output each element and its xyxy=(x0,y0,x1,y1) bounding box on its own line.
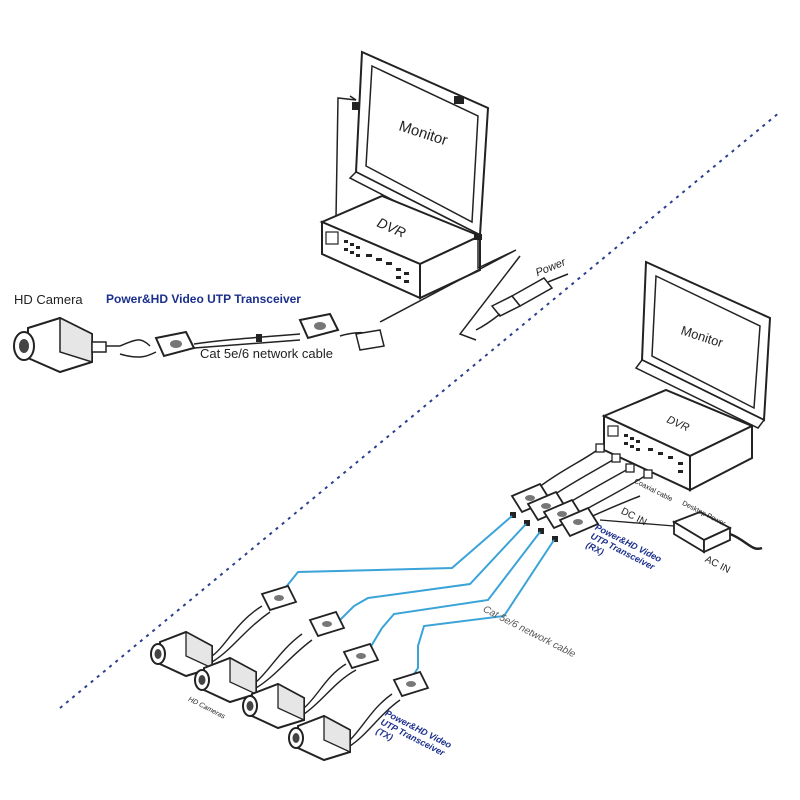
transceiver-icon xyxy=(260,584,430,698)
transceiver-label-top: Power&HD Video UTP Transceiver xyxy=(106,292,301,306)
monitor-icon xyxy=(634,260,772,429)
tx-cabling xyxy=(211,605,401,747)
cable-label-top: Cat 5e/6 network cable xyxy=(200,346,333,361)
dvr-icon xyxy=(601,388,755,492)
camera-label: HD Camera xyxy=(14,292,83,307)
camera-icon xyxy=(13,316,120,374)
transceiver-icon xyxy=(119,330,301,358)
dvr-icon xyxy=(319,194,483,300)
bnc-connector-icon xyxy=(595,443,653,479)
transceiver-icon xyxy=(298,312,385,351)
transceiver-icon xyxy=(510,482,600,538)
camera-icon xyxy=(288,714,351,762)
power-adapter-icon xyxy=(475,273,569,331)
section-divider xyxy=(59,111,781,709)
camera-icon xyxy=(242,682,305,730)
camera-icon xyxy=(150,630,213,678)
network-cables xyxy=(281,515,555,681)
camera-icon xyxy=(194,656,257,704)
power-adapter-icon xyxy=(599,511,763,554)
